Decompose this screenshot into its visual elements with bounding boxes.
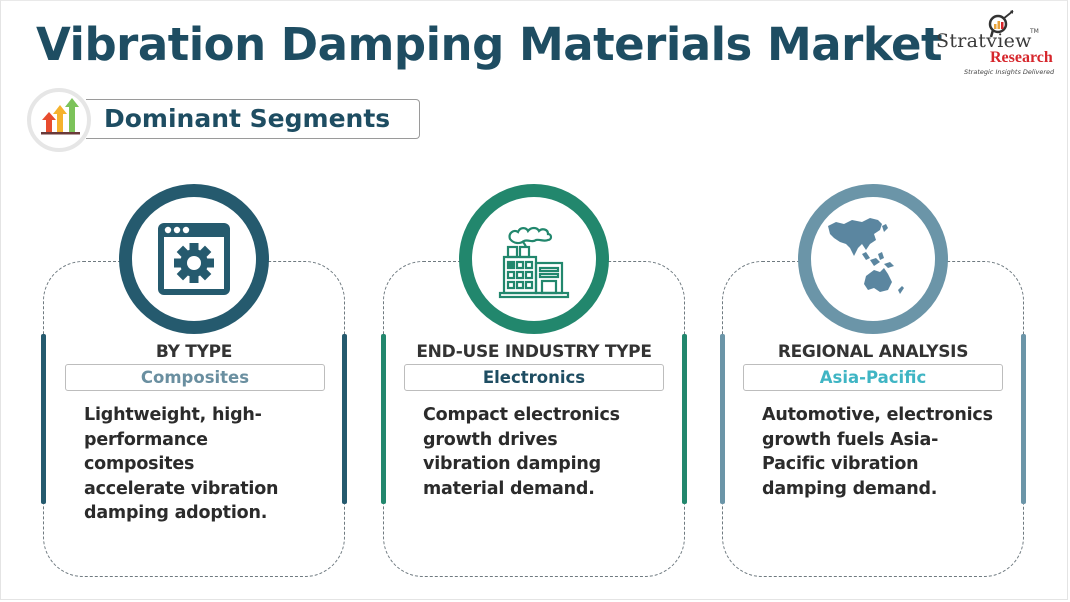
factory-icon — [459, 184, 609, 334]
card-description: Lightweight, high- performance composite… — [84, 405, 279, 523]
logo-brand: Stratview — [936, 30, 1032, 52]
section-label-box — [86, 99, 420, 139]
card-accent-bar-left — [381, 334, 386, 504]
card-value-pill: Asia-Pacific — [743, 364, 1003, 391]
card-heading: BY TYPE — [155, 342, 233, 362]
logo-tagline: Strategic Insights Delivered — [964, 68, 1055, 76]
section-label: Dominant Segments — [104, 104, 391, 133]
logo-sub-brand: Research — [990, 49, 1053, 66]
card-accent-bar-right — [682, 334, 687, 504]
card-accent-bar-left — [41, 334, 46, 504]
growth-arrows-icon — [27, 88, 91, 152]
card-heading: END-USE INDUSTRY TYPE — [416, 342, 652, 362]
card-heading: REGIONAL ANALYSIS — [777, 342, 969, 362]
card-accent-bar-right — [342, 334, 347, 504]
card-description: Compact electronics growth drives vibrat… — [423, 405, 620, 499]
card-description: Automotive, electronics growth fuels Asi… — [762, 405, 993, 499]
card-accent-bar-left — [720, 334, 725, 504]
card-accent-bar-right — [1021, 334, 1026, 504]
asia-pacific-map-icon — [798, 184, 948, 334]
logo-trademark: TM — [1030, 28, 1039, 35]
page-title: Vibration Damping Materials Market — [36, 18, 943, 71]
settings-window-icon — [119, 184, 269, 334]
card-value-pill: Composites — [65, 364, 325, 391]
stratview-logo: Stratview TM Research Strategic Insights… — [936, 10, 1062, 80]
card-value-pill: Electronics — [404, 364, 664, 391]
magnifier-chart-icon — [988, 10, 1014, 38]
